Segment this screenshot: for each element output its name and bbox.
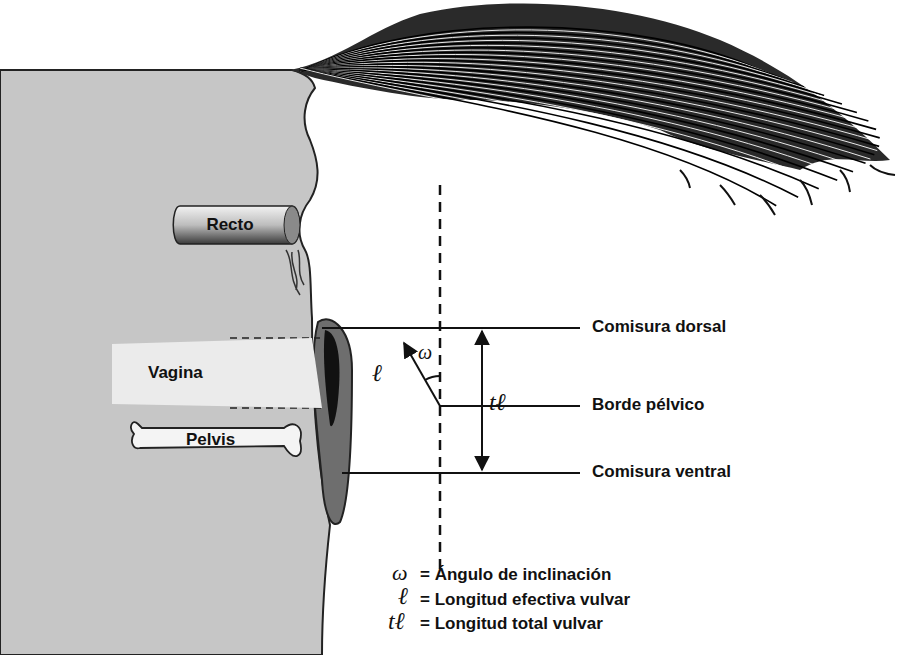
tail-hair: [290, 3, 895, 215]
anus-folds: [286, 250, 304, 295]
node-outline: [112, 338, 322, 408]
dimension-arrow: [481, 331, 483, 470]
level-line: [440, 405, 580, 407]
legend-text: = Longitud total vulvar: [420, 614, 603, 634]
length-symbol: tℓ: [489, 389, 506, 416]
level-label: Comisura ventral: [592, 462, 731, 482]
angle-symbol: ω: [418, 341, 432, 364]
part-name: Vagina: [148, 363, 203, 383]
length-symbol: ℓ: [372, 360, 382, 387]
legend-text: = Ángulo de inclinación: [420, 565, 611, 585]
level-label: Comisura dorsal: [592, 317, 726, 337]
legend-symbol: ℓ: [398, 583, 408, 610]
level-line: [342, 472, 580, 474]
level-line: [322, 327, 580, 329]
part-name: Recto: [206, 215, 253, 235]
vagina-band: Vagina: [112, 338, 322, 408]
vertical-reference: [439, 185, 442, 570]
rectum-cylinder: Recto: [170, 203, 304, 247]
part-name: Pelvis: [186, 430, 235, 450]
pelvis-bone: Pelvis: [128, 416, 304, 466]
legend-symbol: tℓ: [388, 608, 405, 635]
body-silhouette: [0, 70, 330, 655]
level-label: Borde pélvico: [592, 395, 704, 415]
legend-symbol: ω: [392, 560, 408, 586]
vulva-slit: [324, 330, 340, 426]
angle-arc: [425, 376, 440, 380]
vulva: [313, 319, 352, 524]
legend-text: = Longitud efectiva vulvar: [420, 590, 630, 610]
